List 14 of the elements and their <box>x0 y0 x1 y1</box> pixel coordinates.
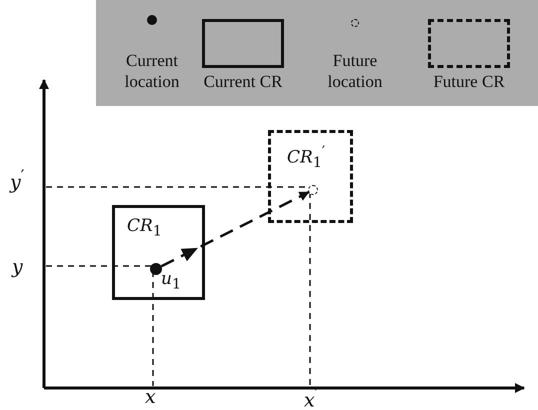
dashed-location-circle <box>308 185 318 195</box>
legend-text: Current CR <box>202 71 284 92</box>
arrow <box>160 191 310 268</box>
axis-label: y <box>12 258 23 277</box>
region-label: CR$_{1}$ <box>127 218 162 239</box>
region-box <box>112 205 205 300</box>
legend-text: Future location <box>326 50 384 92</box>
legend-text: Current location <box>124 50 180 92</box>
point-label: u$_{1}$ <box>161 271 181 292</box>
legend-text: Future CR <box>432 71 506 92</box>
axis-label: y$^{′}$ <box>10 168 24 192</box>
axis-label: x <box>145 388 156 407</box>
dashed-region-box <box>268 130 353 223</box>
location-dot <box>150 263 162 275</box>
